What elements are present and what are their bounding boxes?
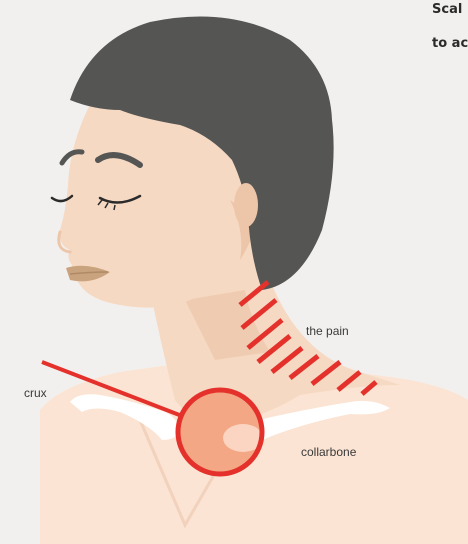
heading-line-1: Scal	[432, 2, 462, 17]
heading-line-2: to ac	[432, 36, 468, 51]
ear	[234, 183, 258, 227]
collarbone-label: collarbone	[301, 445, 356, 459]
pain-label: the pain	[306, 324, 349, 338]
crux-label: crux	[24, 386, 47, 400]
